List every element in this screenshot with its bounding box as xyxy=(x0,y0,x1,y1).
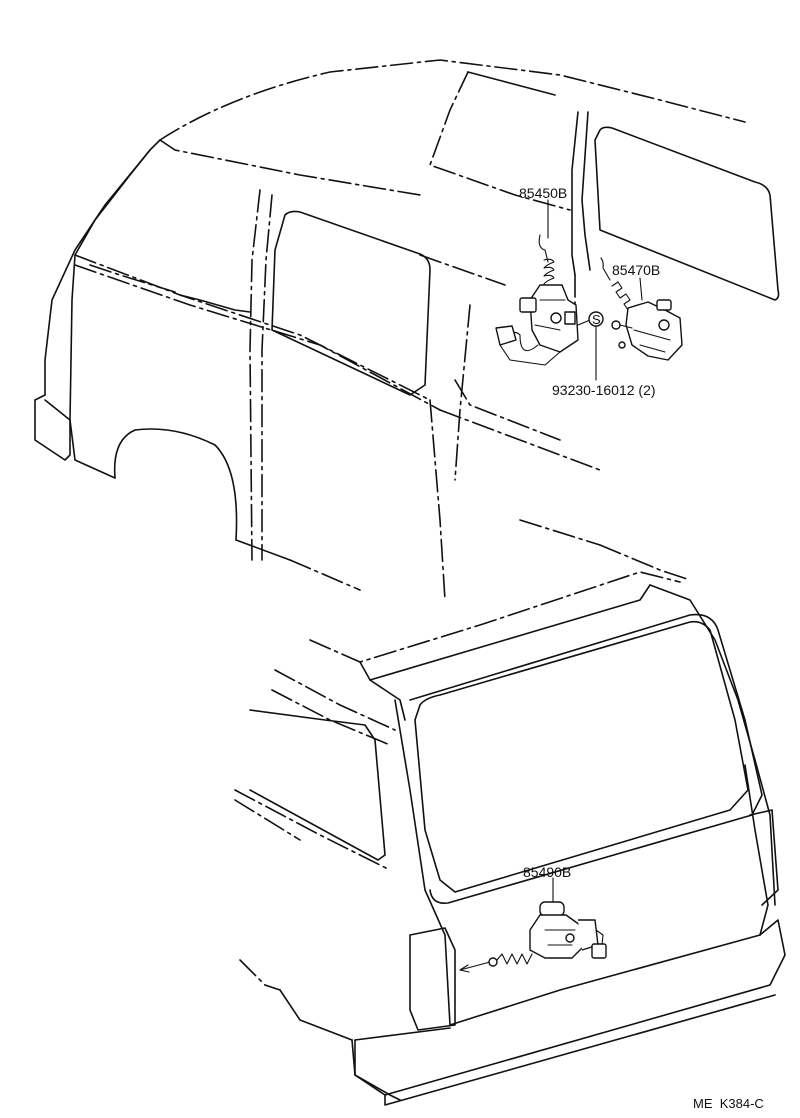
lower-vehicle-body xyxy=(234,571,786,1106)
part-85470b-actuator xyxy=(600,257,683,361)
part-85450b-actuator xyxy=(495,234,579,366)
upper-vehicle-body xyxy=(34,59,780,601)
label-93230-16012: 93230-16012 (2) xyxy=(552,382,656,398)
label-85450b: 85450B xyxy=(519,185,567,201)
part-85490b-actuator xyxy=(459,901,607,973)
leader-85470b xyxy=(639,277,643,301)
leader-screw xyxy=(577,319,591,326)
screw-symbol-letter: S xyxy=(592,312,601,327)
label-85470b: 85470B xyxy=(612,262,660,278)
label-85490b: 85490B xyxy=(523,864,571,880)
drawing-code: ME K384-C xyxy=(693,1096,764,1111)
callouts: 85450B 85470B S 93230-16012 (2) 85490B M… xyxy=(519,185,764,1111)
